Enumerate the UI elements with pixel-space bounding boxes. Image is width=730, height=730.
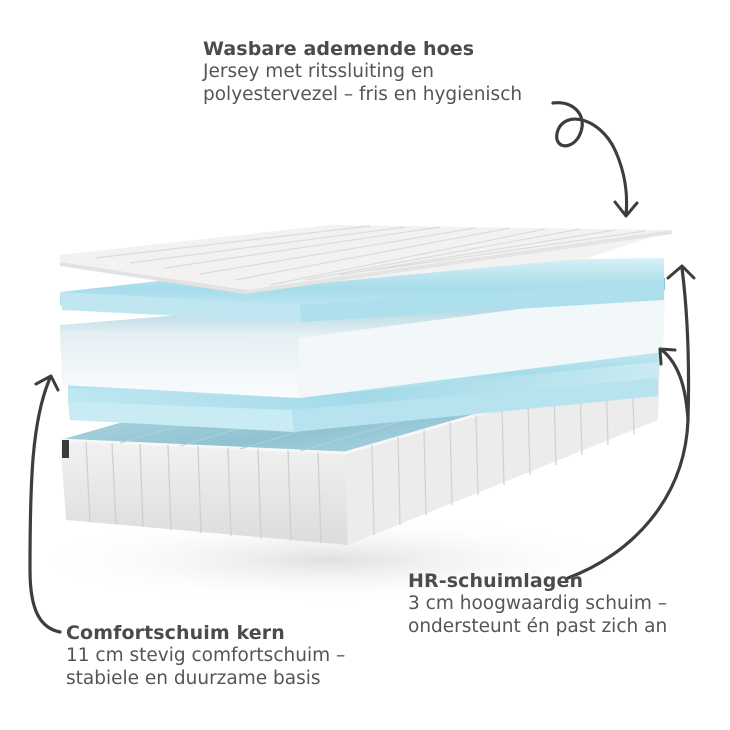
cover-desc-line2: polyestervezel – fris en hygienisch [203,83,523,105]
floor-shadow [20,515,640,605]
hr-foam-arrow-short [660,348,690,422]
cover-label: Wasbare ademende hoes Jersey met ritsslu… [203,38,522,106]
cover-layer [60,225,672,294]
cover-desc-line1: Jersey met ritssluiting en [203,61,434,83]
brand-tag [62,440,69,458]
core-desc-line1: 11 cm stevig comfortschuim – [66,645,346,667]
cover-arrow [551,101,629,217]
core-label: Comfortschuim kern 11 cm stevig comforts… [66,622,345,690]
hr-foam-top-layer [60,258,664,322]
hr-foam-label: HR-schuimlagen 3 cm hoogwaardig schuim –… [408,570,667,638]
cover-arrowhead [613,200,639,218]
core-title: Comfortschuim kern [66,622,285,644]
hr-foam-arrowhead-top [666,264,696,280]
hr-foam-arrowhead-bottom [658,347,677,366]
core-arrowhead [34,374,60,392]
cover-title: Wasbare ademende hoes [203,38,475,60]
hr-foam-title: HR-schuimlagen [408,570,584,592]
core-arrow [28,376,62,634]
hr-foam-desc-line1: 3 cm hoogwaardig schuim – [408,593,667,615]
core-desc-line2: stabiele en duurzame basis [66,667,321,689]
hr-foam-desc-line2: ondersteunt én past zich an [408,615,668,637]
